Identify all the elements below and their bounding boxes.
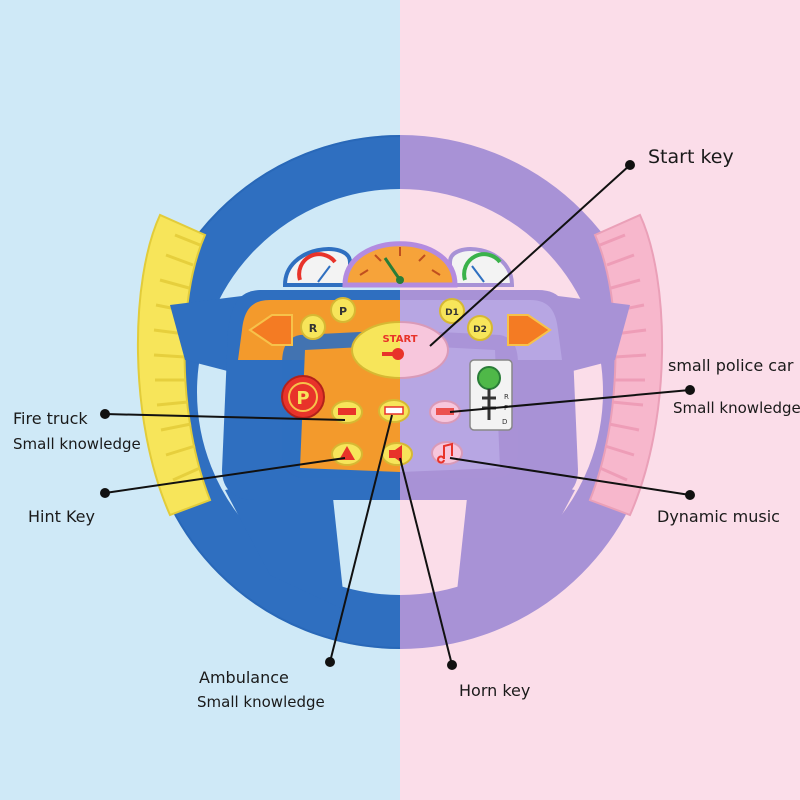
right-grip-pink — [588, 213, 664, 517]
label-start-key: Start key — [648, 146, 734, 168]
label-dynamic-music: Dynamic music — [657, 507, 780, 526]
fire-truck-icon — [338, 408, 356, 415]
turn-signal-right-button[interactable] — [507, 314, 552, 346]
music-button[interactable] — [431, 441, 463, 465]
label-police-title: small police car — [668, 356, 794, 375]
label-hint-key: Hint Key — [28, 507, 95, 526]
horn-button[interactable] — [381, 442, 413, 466]
key-icon — [382, 348, 404, 360]
parking-button[interactable]: P — [281, 375, 325, 419]
start-button[interactable]: START — [351, 321, 449, 379]
shifter-d-label: D — [502, 418, 507, 426]
warning-triangle-icon — [339, 446, 355, 460]
ambulance-icon — [384, 406, 404, 415]
gear-p-button[interactable]: P — [330, 297, 356, 323]
label-horn-key: Horn key — [459, 681, 531, 700]
horn-icon — [389, 445, 402, 463]
callout-dots — [100, 160, 695, 670]
parking-button-label: P — [296, 388, 309, 409]
gear-d2-button[interactable]: D2 — [467, 315, 493, 341]
shifter-r-label: R — [504, 393, 509, 401]
callout-lines — [104, 164, 691, 666]
gear-d1-button[interactable]: D1 — [439, 298, 465, 324]
fire-truck-button[interactable] — [331, 400, 363, 424]
label-police-sub: Small knowledge — [673, 399, 800, 417]
shifter-p-label: P — [504, 404, 508, 412]
ambulance-button[interactable] — [378, 399, 410, 423]
hint-button[interactable] — [331, 442, 363, 466]
dashboard-gauges — [282, 241, 515, 288]
left-grip-yellow — [136, 213, 212, 517]
gear-p-label: P — [339, 305, 347, 318]
label-fire-sub: Small knowledge — [13, 435, 141, 453]
police-car-icon — [436, 408, 454, 415]
label-ambulance-title: Ambulance — [199, 668, 289, 687]
gear-d2-label: D2 — [473, 325, 487, 335]
gear-r-label: R — [309, 322, 318, 335]
music-note-icon — [437, 442, 453, 464]
start-button-label: START — [382, 334, 417, 345]
gear-shifter[interactable]: R P D — [469, 359, 513, 431]
label-fire-title: Fire truck — [13, 409, 88, 428]
turn-signal-left-button[interactable] — [248, 314, 293, 346]
label-ambulance-sub: Small knowledge — [197, 693, 325, 711]
gear-r-button[interactable]: R — [300, 314, 326, 340]
shifter-knob-icon — [477, 366, 501, 390]
gear-d1-label: D1 — [445, 308, 459, 318]
